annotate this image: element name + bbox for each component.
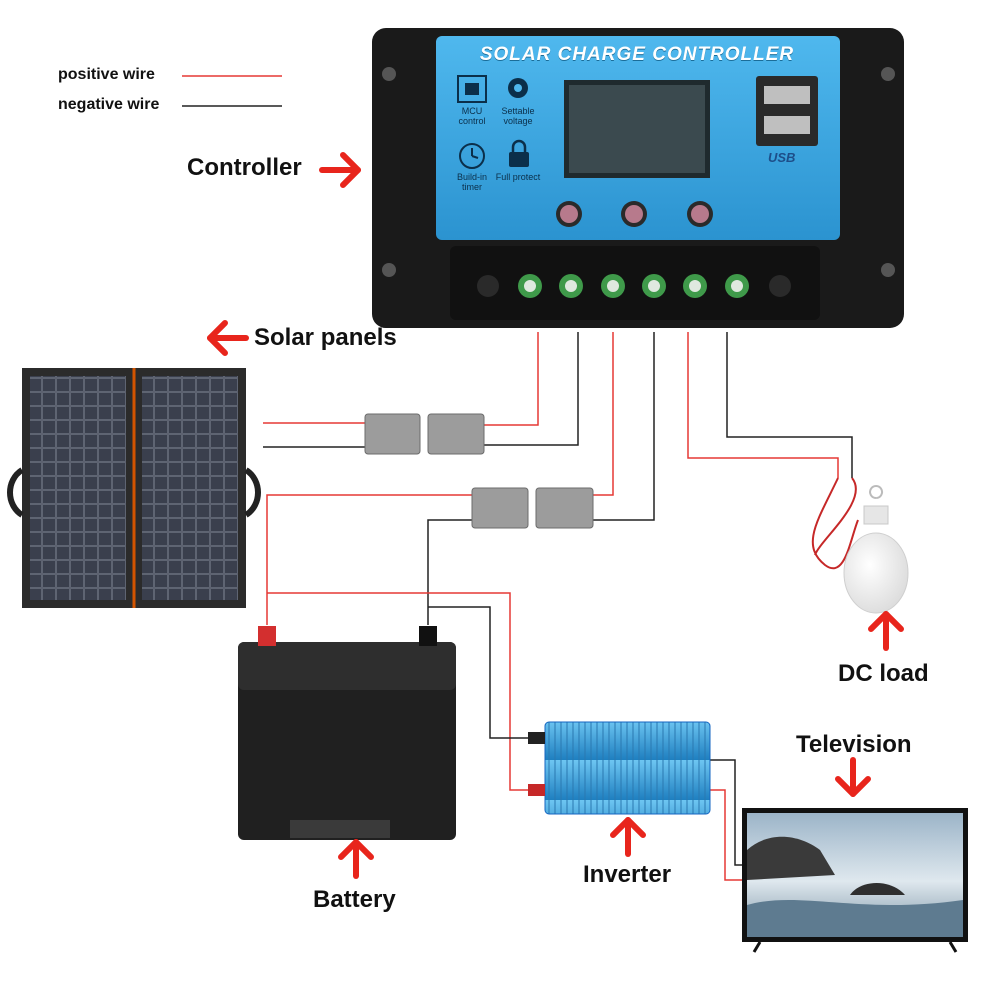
arrow-down-icon xyxy=(835,757,871,797)
arrow-up-icon xyxy=(868,611,904,651)
usb-label: USB xyxy=(768,150,796,165)
arrow-up-icon xyxy=(338,839,374,879)
clock-icon xyxy=(459,143,485,169)
menu-button[interactable] xyxy=(556,201,582,227)
feature-label: Build-in timer xyxy=(456,172,487,192)
down-button[interactable] xyxy=(621,201,647,227)
controller-title: SOLAR CHARGE CONTROLLER xyxy=(479,44,795,65)
feature-label: MCU control xyxy=(458,106,486,126)
gear-icon xyxy=(508,78,528,98)
up-button[interactable] xyxy=(687,201,713,227)
television xyxy=(742,808,968,953)
arrow-left-icon xyxy=(207,320,249,356)
controller-label: Controller xyxy=(187,154,302,181)
anderson-connectors-battery xyxy=(471,487,594,529)
television-label: Television xyxy=(796,731,912,758)
feature-label: Full protect xyxy=(495,172,541,182)
legend-positive-label: positive wire xyxy=(58,66,155,83)
legend-negative-label: negative wire xyxy=(58,96,160,113)
positive-terminal xyxy=(258,626,276,646)
light-bulb xyxy=(843,485,909,614)
anderson-connectors-solar xyxy=(364,413,485,455)
battery-label: Battery xyxy=(313,886,396,913)
lock-icon xyxy=(509,139,529,167)
dc-load-label: DC load xyxy=(838,660,929,687)
terminal-screws xyxy=(518,274,749,298)
wiring xyxy=(263,332,859,881)
arrow-right-icon xyxy=(319,152,361,188)
solar-panel xyxy=(7,368,261,608)
solar-panels-label: Solar panels xyxy=(254,324,397,351)
inverter xyxy=(528,721,711,815)
arrow-up-icon xyxy=(610,817,646,857)
terminal-block xyxy=(450,246,820,320)
battery xyxy=(238,626,456,840)
feature-label: Settable voltage xyxy=(501,106,535,126)
inverter-label: Inverter xyxy=(583,861,672,888)
chip-icon xyxy=(457,75,487,103)
charge-controller xyxy=(372,28,904,328)
negative-terminal xyxy=(419,626,437,646)
